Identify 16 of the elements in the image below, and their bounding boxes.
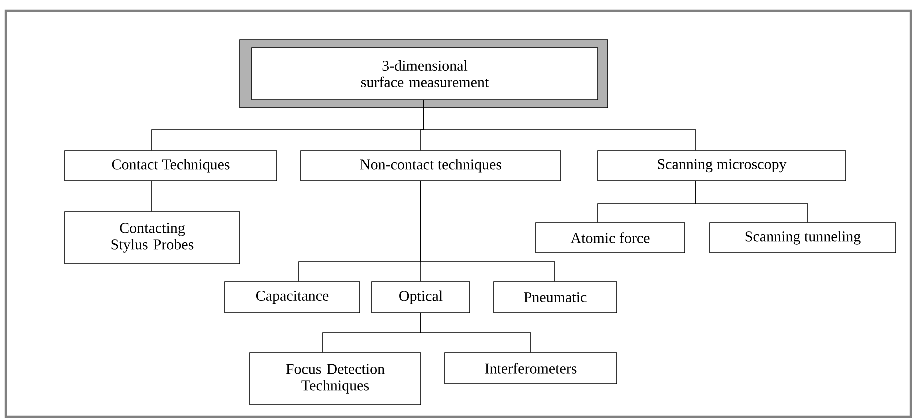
category-box: Contacting Stylus Probes [64, 212, 240, 264]
category-box: Focus Detection Techniques [250, 352, 422, 406]
category-box: Contact Techniques [64, 150, 278, 182]
category-box: Non-contact techniques [300, 150, 562, 182]
category-box: Pneumatic [494, 282, 618, 314]
connector-line [420, 313, 532, 353]
category-box: Capacitance [224, 282, 360, 314]
category-box: Optical [372, 282, 470, 314]
category-box: Atomic force [536, 222, 686, 254]
title-box: 3-dimensional surface measurement [240, 40, 608, 108]
category-box: Scanning tunneling [710, 222, 896, 254]
connector-line [424, 100, 696, 151]
category-box: Scanning microscopy [598, 150, 846, 182]
connector-line [696, 181, 808, 223]
category-box: Interferometers [444, 352, 618, 384]
connector-line [420, 181, 556, 282]
